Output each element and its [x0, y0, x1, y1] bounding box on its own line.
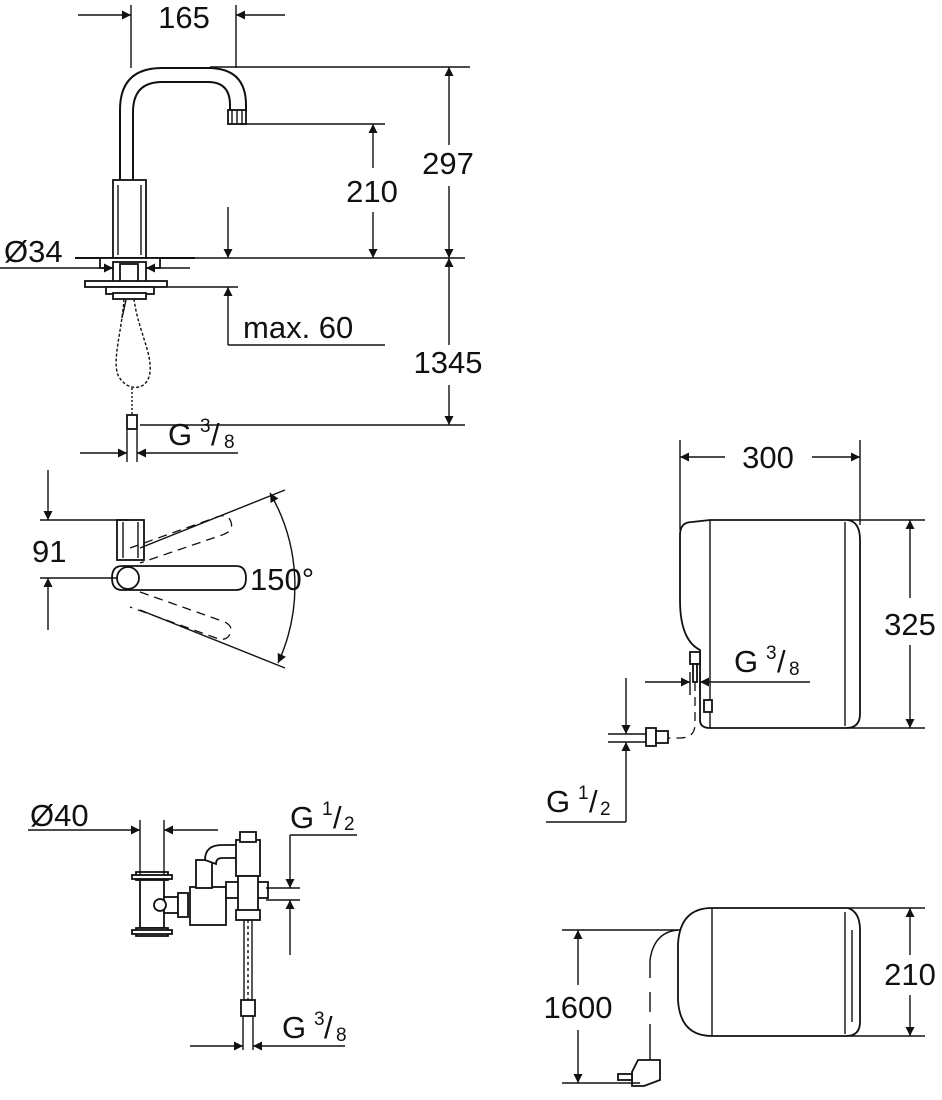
box-inlet-thread-numerator: 1: [578, 783, 589, 804]
box-dim-width-label: 300: [742, 440, 794, 475]
swivel-body: [116, 519, 145, 561]
valve-thread-bottom-denominator: 8: [336, 1025, 347, 1046]
control-box-front-view: 300 325 G 3 / 8 G 1 / 2: [546, 440, 936, 823]
faucet-spout: [75, 67, 247, 430]
dim-angle-label: 150°: [250, 562, 314, 597]
faucet-thread-slash: /: [211, 417, 220, 452]
box-inlet-thread-denominator: 2: [600, 799, 611, 820]
dim-spout-reach-label: 165: [158, 0, 210, 35]
dim-spout-height: 210: [240, 123, 398, 258]
valve-thread-bottom-prefix: G: [282, 1010, 306, 1045]
box-outlet-thread-prefix: G: [734, 644, 758, 679]
valve-thread-top-slash: /: [333, 800, 342, 835]
faucet-thread-callout: G 3 / 8: [80, 416, 238, 462]
faucet-thread-denominator: 8: [224, 432, 235, 453]
box-outlet-thread-slash: /: [777, 644, 786, 679]
swivel-view: 150° 91: [32, 470, 314, 669]
valve-thread-top-denominator: 2: [344, 814, 355, 835]
dim-spout-height-label: 210: [346, 174, 398, 209]
dim-deck-thickness: max. 60: [168, 207, 385, 346]
valve-view: Ø40 G 1 / 2 G 3 / 8: [28, 798, 357, 1051]
control-box-front-body: [679, 519, 861, 729]
box-dim-height-label: 325: [884, 607, 936, 642]
valve-thread-bottom-numerator: 3: [314, 1009, 325, 1030]
dim-hose-length: 1345: [140, 258, 483, 426]
swivel-angle-arc: [269, 492, 296, 664]
valve-thread-bottom-slash: /: [324, 1010, 333, 1045]
faucet-thread-prefix: G: [168, 417, 192, 452]
box-dim-depth-label: 210: [884, 957, 936, 992]
box-dim-cable-length-label: 1600: [544, 990, 613, 1025]
dim-spout-reach: 165: [78, 0, 285, 68]
dim-diameter: Ø34: [0, 234, 190, 273]
faucet-thread-numerator: 3: [200, 416, 211, 437]
valve-thread-top-numerator: 1: [322, 799, 333, 820]
box-inlet-thread-slash: /: [589, 784, 598, 819]
dim-deck-thickness-label: max. 60: [243, 310, 353, 345]
valve-dim-diameter-label: Ø40: [30, 798, 89, 833]
dim-total-height-label: 297: [422, 146, 474, 181]
power-cable: [649, 929, 679, 978]
power-plug: [631, 1059, 661, 1087]
faucet-view: 165 297 210 Ø34 m: [0, 0, 482, 462]
control-box-side-view: 1600 210: [544, 907, 936, 1087]
control-box-side-body: [677, 907, 861, 1037]
swivel-spout: [111, 565, 247, 591]
box-outlet-thread-denominator: 8: [789, 659, 800, 680]
dim-diameter-label: Ø34: [4, 234, 63, 269]
dim-offset-label: 91: [32, 534, 66, 569]
box-inlet-thread-prefix: G: [546, 784, 570, 819]
dim-hose-length-label: 1345: [414, 345, 483, 380]
dim-total-height: 297: [210, 66, 474, 258]
box-outlet-thread-numerator: 3: [766, 643, 777, 664]
valve-thread-top-prefix: G: [290, 800, 314, 835]
